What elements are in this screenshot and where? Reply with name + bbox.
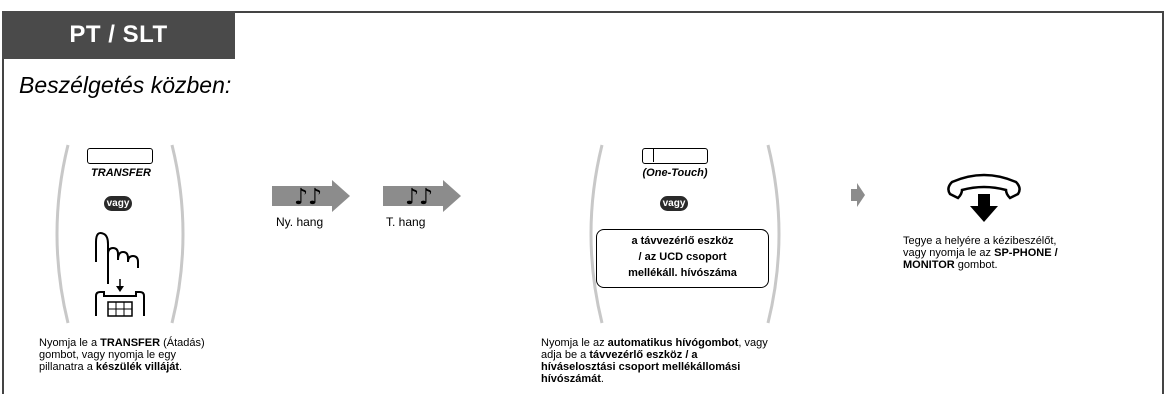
step1-caption: Nyomja le a TRANSFER (Átadás) gombot, va… — [39, 337, 205, 373]
or-badge-step1: vagy — [104, 196, 132, 211]
right-paren-step1 — [170, 144, 185, 324]
remote-device-number-box: a távvezérlő eszköz / az UCD csoport mel… — [596, 229, 769, 288]
transfer-key[interactable] — [87, 148, 153, 164]
step3-caption: Tegye a helyére a kézibeszélőt, vagy nyo… — [903, 235, 1058, 271]
page-frame — [2, 11, 1164, 394]
next-step-arrow — [851, 183, 865, 207]
right-paren-step2 — [766, 144, 781, 324]
section-subtitle: Beszélgetés közben: — [19, 72, 232, 98]
page-title: PT / SLT — [69, 21, 168, 48]
left-paren-step2 — [589, 144, 604, 324]
confirm-tone-label: T. hang — [386, 215, 426, 229]
left-paren-step1 — [55, 144, 70, 324]
dial-tone-arrow: ♪♪ — [272, 180, 350, 212]
svg-text:♪♪: ♪♪ — [405, 185, 433, 210]
one-touch-key[interactable] — [642, 148, 708, 164]
transfer-key-label: TRANSFER — [91, 167, 151, 179]
svg-text:♪♪: ♪♪ — [294, 185, 322, 210]
page-title-tab: PT / SLT — [2, 11, 235, 59]
step2-caption: Nyomja le az automatikus hívógombot, vag… — [541, 337, 768, 385]
hookswitch-press-icon — [95, 232, 145, 317]
one-touch-key-label: (One-Touch) — [642, 167, 708, 179]
handset-hang-up-icon — [947, 173, 1021, 222]
dial-tone-label: Ny. hang — [276, 215, 324, 229]
confirm-tone-arrow: ♪♪ — [383, 180, 461, 212]
or-badge-step2: vagy — [660, 196, 688, 211]
